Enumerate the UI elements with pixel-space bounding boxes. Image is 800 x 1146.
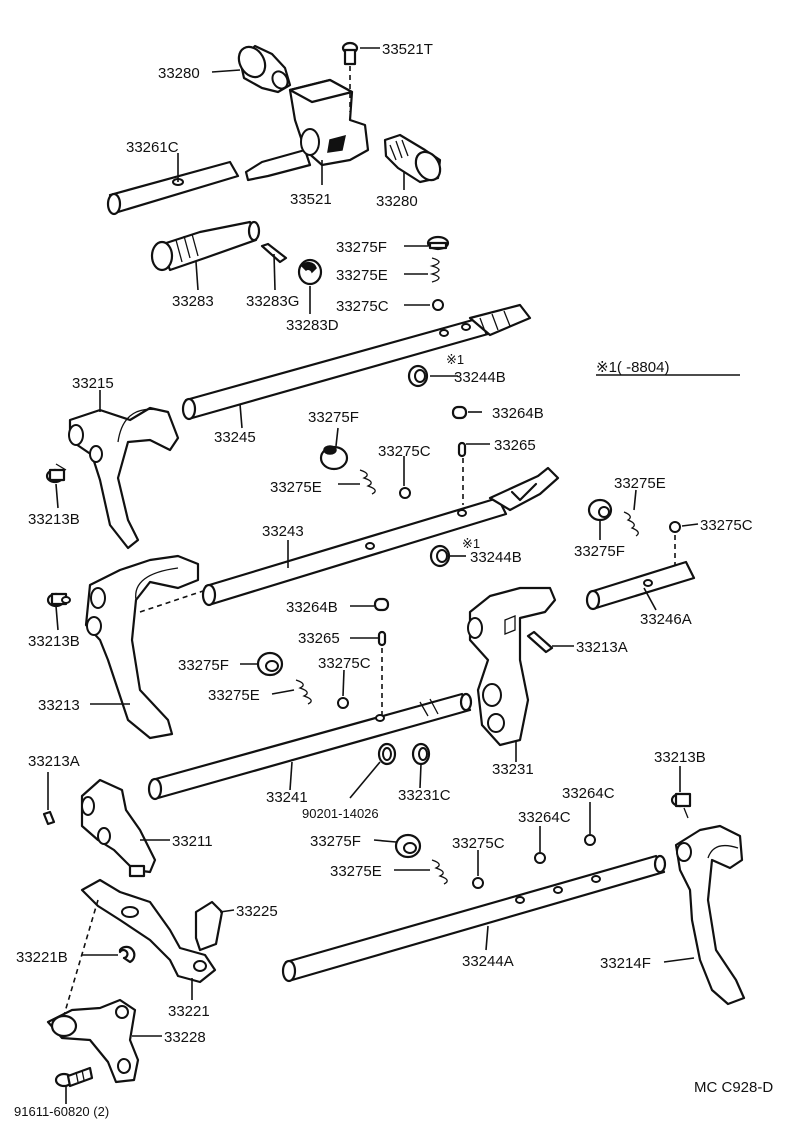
label-33225: 33225 bbox=[236, 903, 278, 920]
label-33231c: 33231C bbox=[398, 787, 451, 804]
label-33221b: 33221B bbox=[16, 949, 68, 966]
label-33264c-b: 33264C bbox=[562, 785, 615, 802]
shift-fork-shaft-33244a bbox=[281, 854, 667, 983]
label-33275c-d: 33275C bbox=[318, 655, 371, 672]
label-33275c-c: 33275C bbox=[700, 517, 753, 534]
label-33275c-a: 33275C bbox=[336, 298, 389, 315]
legend-note: ※1( -8804) bbox=[596, 359, 669, 376]
shift-fork-33213 bbox=[84, 554, 200, 740]
label-33261c: 33261C bbox=[126, 139, 179, 156]
lever-33221 bbox=[80, 878, 217, 984]
detent-plug-33283 bbox=[150, 220, 261, 272]
shaft-33261c bbox=[106, 160, 240, 216]
label-33275e-a: 33275E bbox=[336, 267, 388, 284]
shift-fork-33215 bbox=[68, 406, 180, 550]
label-33264b-a: 33264B bbox=[492, 405, 544, 422]
label-33275f-c: 33275F bbox=[574, 543, 625, 560]
snap-ring-33244b-top bbox=[407, 364, 429, 388]
label-33213b-c: 33213B bbox=[654, 749, 706, 766]
label-33264b-b: 33264B bbox=[286, 599, 338, 616]
spring-33283d bbox=[297, 258, 323, 286]
shift-fork-shaft-33245 bbox=[181, 303, 532, 421]
detent-set-b bbox=[319, 405, 468, 499]
screw-33213b-c bbox=[670, 792, 692, 819]
shift-lever-33211 bbox=[80, 778, 157, 878]
label-33246a: 33246A bbox=[640, 611, 692, 628]
label-33275e-b: 33275E bbox=[270, 479, 322, 496]
label-33243: 33243 bbox=[262, 523, 304, 540]
detent-set-c bbox=[587, 498, 681, 537]
label-33215: 33215 bbox=[72, 375, 114, 392]
label-90201-14026: 90201-14026 bbox=[302, 806, 379, 821]
label-33275f-a: 33275F bbox=[336, 239, 387, 256]
label-33275e-d: 33275E bbox=[208, 687, 260, 704]
shaft-33246a bbox=[585, 560, 696, 611]
label-33275c-b: 33275C bbox=[378, 443, 431, 460]
label-33231: 33231 bbox=[492, 761, 534, 778]
star-mark-a: ※1 bbox=[446, 352, 464, 367]
label-33244b-a: 33244B bbox=[454, 369, 506, 386]
star-mark-b: ※1 bbox=[462, 536, 480, 551]
label-33213b-a: 33213B bbox=[28, 511, 80, 528]
pin-33213a-left bbox=[42, 810, 56, 826]
label-33264c-a: 33264C bbox=[518, 809, 571, 826]
label-33275e-c: 33275E bbox=[614, 475, 666, 492]
label-33214f: 33214F bbox=[600, 955, 651, 972]
stud-33225 bbox=[194, 900, 224, 952]
detent-set-a bbox=[426, 235, 450, 311]
plug-33280-top bbox=[237, 44, 292, 94]
label-33245: 33245 bbox=[214, 429, 256, 446]
label-33213: 33213 bbox=[38, 697, 80, 714]
label-33283: 33283 bbox=[172, 293, 214, 310]
label-33228: 33228 bbox=[164, 1029, 206, 1046]
label-33280-top: 33280 bbox=[158, 65, 200, 82]
shift-fork-33214f bbox=[674, 824, 746, 1006]
detent-set-e bbox=[394, 833, 596, 889]
label-33211: 33211 bbox=[172, 833, 213, 850]
label-33521t: 33521T bbox=[382, 41, 433, 58]
label-33241: 33241 bbox=[266, 789, 308, 806]
diagram-code: MC C928-D bbox=[694, 1079, 773, 1096]
label-33283d: 33283D bbox=[286, 317, 339, 334]
label-33280-right: 33280 bbox=[376, 193, 418, 210]
bolt-91611 bbox=[54, 1066, 94, 1088]
label-33275c-e: 33275C bbox=[452, 835, 505, 852]
label-33265-a: 33265 bbox=[494, 437, 536, 454]
snap-ring-33244b-mid bbox=[429, 544, 451, 568]
label-33244b-b: 33244B bbox=[470, 549, 522, 566]
label-33275f-b: 33275F bbox=[308, 409, 359, 426]
label-33221: 33221 bbox=[168, 1003, 210, 1020]
clip-33221b bbox=[118, 945, 136, 964]
shift-fork-shaft-33241 bbox=[147, 692, 473, 801]
shift-head-33231 bbox=[467, 586, 557, 747]
screw-33213b-b bbox=[46, 592, 71, 608]
label-33521: 33521 bbox=[290, 191, 332, 208]
leader-lines bbox=[47, 47, 740, 1104]
pin-33213a-mid bbox=[526, 630, 554, 654]
part-labels: 33280 33521T 33261C 33521 33280 33275F 3… bbox=[14, 41, 773, 1119]
label-33275e-e: 33275E bbox=[330, 863, 382, 880]
label-33213b-b: 33213B bbox=[28, 633, 80, 650]
label-33283g: 33283G bbox=[246, 293, 299, 310]
snap-rings-lower bbox=[377, 742, 431, 766]
label-33213a-a: 33213A bbox=[576, 639, 628, 656]
screw-33213b-a bbox=[45, 463, 67, 484]
label-33275f-d: 33275F bbox=[178, 657, 229, 674]
plug-33280-right bbox=[383, 133, 442, 184]
label-33213a-b: 33213A bbox=[28, 753, 80, 770]
label-33275f-e: 33275F bbox=[310, 833, 361, 850]
detent-set-d bbox=[256, 597, 390, 709]
bracket-33228 bbox=[46, 998, 140, 1084]
label-33244a: 33244A bbox=[462, 953, 514, 970]
label-91611-60820: 91611-60820 (2) bbox=[14, 1104, 109, 1119]
label-33265-b: 33265 bbox=[298, 630, 340, 647]
shift-fork-shaft-33243 bbox=[201, 466, 560, 607]
shift-lever-housing-33521 bbox=[244, 41, 370, 182]
